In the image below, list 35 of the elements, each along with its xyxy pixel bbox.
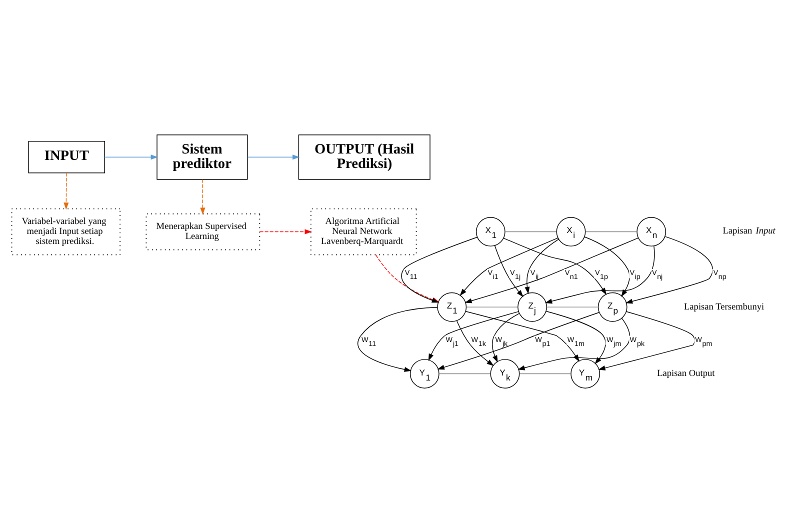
- arrow: [437, 312, 600, 370]
- arrow: [494, 245, 524, 298]
- label: Lapisan Output: [657, 369, 715, 380]
- arrow: [598, 311, 696, 370]
- connector: [546, 306, 599, 308]
- node-box: Variabel-variabel yang menjadi Input setiap sistem prediksi.: [11, 208, 121, 256]
- connector: [519, 373, 572, 374]
- connector: [504, 231, 557, 232]
- connector: [438, 373, 491, 374]
- arrow: [546, 310, 606, 364]
- arrow: [584, 236, 630, 297]
- arrow: [259, 229, 312, 234]
- arrow: [492, 313, 520, 363]
- node-box: INPUT: [28, 140, 105, 174]
- arrow: [247, 154, 300, 160]
- arrow: [200, 179, 206, 215]
- connector: [466, 306, 518, 308]
- label: Lapisan Tersembunyi: [684, 302, 764, 312]
- arrow: [464, 238, 639, 304]
- arrow: [456, 320, 494, 366]
- node-box: OUTPUT (Hasil Prediksi): [298, 134, 430, 180]
- arrow: [544, 246, 655, 304]
- arrow: [518, 318, 630, 370]
- arrow: [357, 307, 438, 372]
- arrow: [524, 238, 559, 294]
- arrow: [460, 238, 558, 296]
- label: Lapisan Input: [722, 226, 776, 236]
- arrow: [104, 154, 158, 160]
- connector: [585, 231, 638, 232]
- node-box: Algoritma Artificial Neural Network Lavenberq-Marquardt: [310, 208, 417, 256]
- arrow: [428, 311, 519, 362]
- node-box: Sistem prediktor: [156, 134, 248, 180]
- arrow: [625, 236, 714, 304]
- node-box: Menerapkan Supervised Learning: [146, 213, 260, 250]
- arrow: [64, 172, 69, 210]
